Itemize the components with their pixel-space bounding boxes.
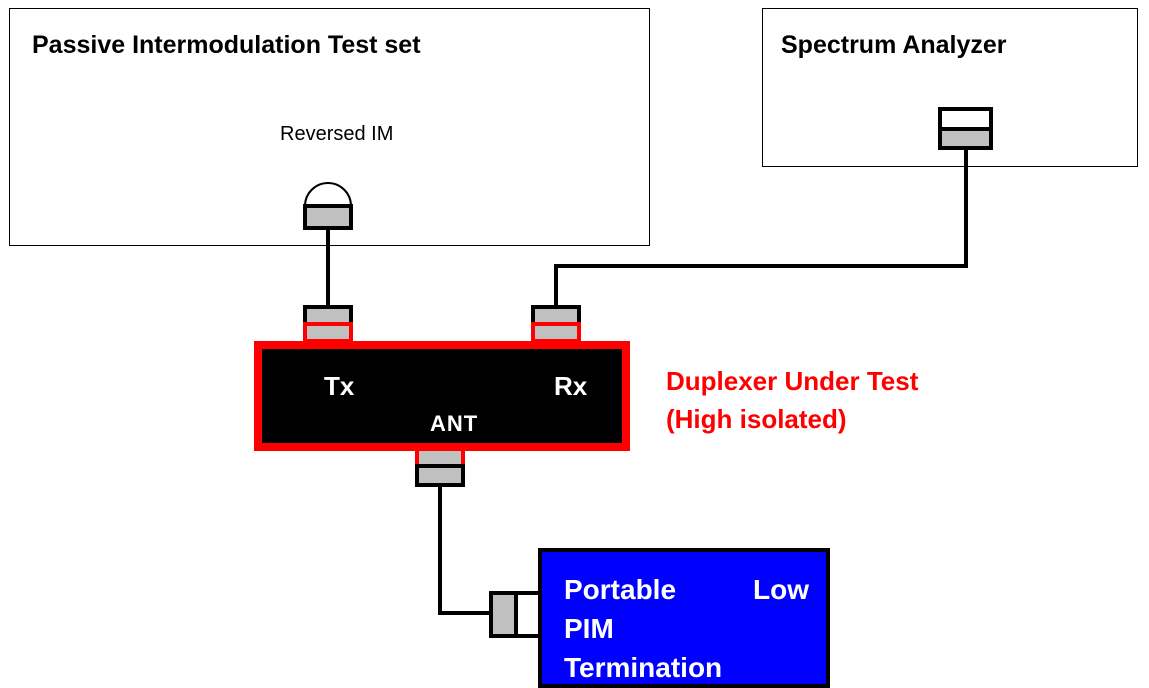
connection-diagram xyxy=(303,107,993,638)
pim-test-set-title: Passive Intermodulation Test set xyxy=(32,31,421,59)
ant-port-connector xyxy=(415,447,465,487)
cable-ant-to-load xyxy=(438,485,491,615)
spectrum-analyzer-connector xyxy=(938,107,993,150)
termination-title-line2: PIM xyxy=(564,613,614,644)
cable-sa-to-rx xyxy=(554,148,968,307)
rx-port-label: Rx xyxy=(554,371,588,401)
reversed-im-label: Reversed IM xyxy=(280,123,394,145)
spectrum-analyzer-box: Spectrum Analyzer xyxy=(762,8,1138,167)
tx-port-connector xyxy=(303,305,353,343)
termination-title-line1: Portable Low xyxy=(564,574,809,605)
rx-port-connector xyxy=(531,305,581,343)
termination-connector xyxy=(489,591,542,638)
duplexer-caption-line2: (High isolated) xyxy=(666,404,847,434)
ant-port-label: ANT xyxy=(430,411,479,436)
portable-low-pim-termination: Portable Low PIM Termination xyxy=(538,548,830,688)
duplexer-under-test: Tx Rx ANT xyxy=(254,341,630,451)
duplexer-caption: Duplexer Under Test (High isolated) xyxy=(666,362,918,438)
duplexer-caption-line1: Duplexer Under Test xyxy=(666,366,919,396)
tx-port-label: Tx xyxy=(324,371,355,401)
pim-output-connector xyxy=(303,182,353,230)
spectrum-analyzer-title: Spectrum Analyzer xyxy=(781,31,1007,59)
